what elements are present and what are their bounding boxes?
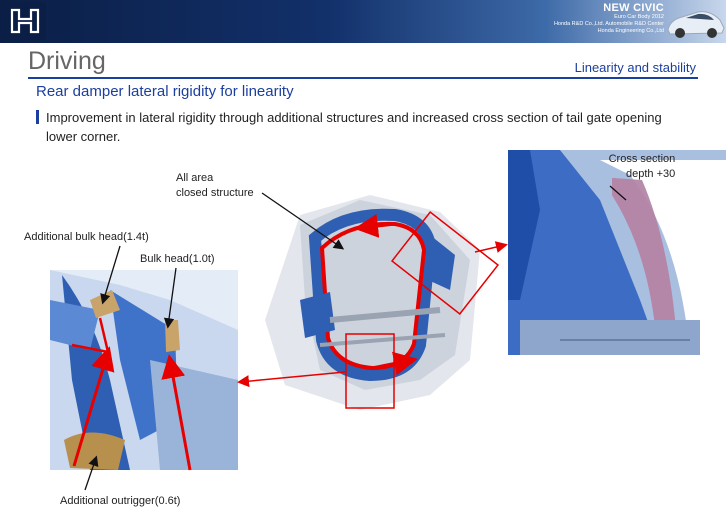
left-detail-image	[50, 270, 238, 471]
header-info: NEW CIVIC Euro Car Body 2012 Honda R&D C…	[554, 2, 664, 35]
header-line: Honda Engineering Co.,Ltd	[597, 28, 664, 34]
leader-line-bulk-head-additional	[100, 245, 121, 305]
leader-line-bulk-head	[163, 267, 177, 329]
corner-callout-box	[345, 333, 395, 409]
leader-line-closed-structure	[261, 192, 345, 250]
title-divider	[28, 77, 698, 79]
page-title: Driving	[28, 47, 106, 75]
car-image	[664, 0, 726, 43]
label-additional-bulk-head: Additional bulk head(1.4t)	[24, 231, 149, 243]
label-cross-section: Cross section depth +30	[590, 152, 676, 182]
label-bulk-head: Bulk head(1.0t)	[140, 253, 215, 265]
honda-logo	[4, 2, 46, 40]
section-callout-box	[390, 211, 500, 315]
section-heading: Linearity and stability	[574, 60, 696, 75]
label-line: depth +30	[626, 168, 676, 180]
header-banner: NEW CIVIC Euro Car Body 2012 Honda R&D C…	[0, 0, 726, 43]
label-line: All area	[176, 172, 214, 184]
connector-arrow-left	[237, 371, 346, 388]
leader-line-outrigger	[84, 455, 99, 491]
label-outrigger: Additional outrigger(0.6t)	[60, 495, 181, 507]
rear-body-image	[265, 195, 480, 410]
model-name: NEW CIVIC	[603, 2, 664, 14]
header-line: Euro Car Body 2012	[614, 14, 664, 20]
right-detail-image	[508, 150, 726, 355]
bullet-text: Improvement in lateral rigidity through …	[46, 110, 662, 144]
header-line: Honda R&D Co.,Ltd. Automobile R&D Center	[553, 21, 664, 27]
label-line: closed structure	[176, 187, 254, 199]
label-line: Cross section	[608, 153, 676, 165]
connector-arrow-right	[474, 241, 508, 253]
subtitle: Rear damper lateral rigidity for lineari…	[36, 83, 294, 100]
leader-line-cross-section	[609, 185, 627, 201]
label-all-area: All area closed structure	[176, 171, 254, 201]
bullet-marker	[36, 110, 39, 124]
